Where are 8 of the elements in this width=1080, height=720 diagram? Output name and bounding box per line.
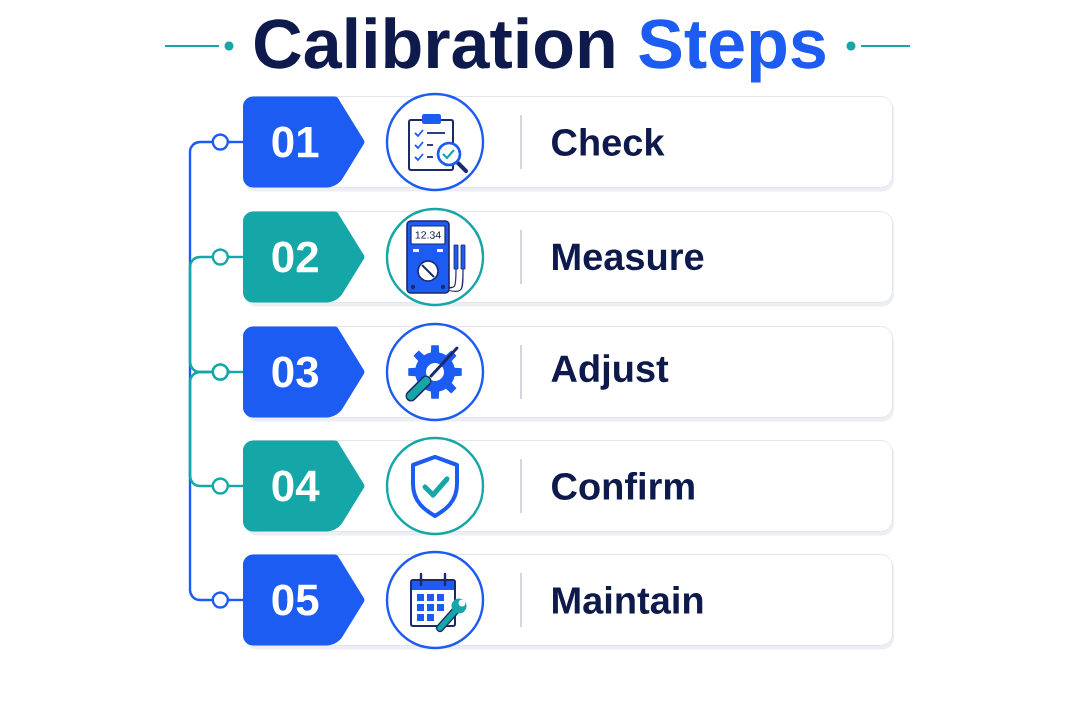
number-tag: 05 <box>229 554 365 646</box>
number-tag: 04 <box>229 440 365 532</box>
number-tag: 03 <box>229 326 365 418</box>
connector-line <box>188 363 232 495</box>
display-reading: 12.34 <box>415 231 441 239</box>
title: Calibration Steps <box>255 17 825 83</box>
number-tag: 02 <box>229 211 365 303</box>
number-tag: 01 <box>229 96 365 188</box>
